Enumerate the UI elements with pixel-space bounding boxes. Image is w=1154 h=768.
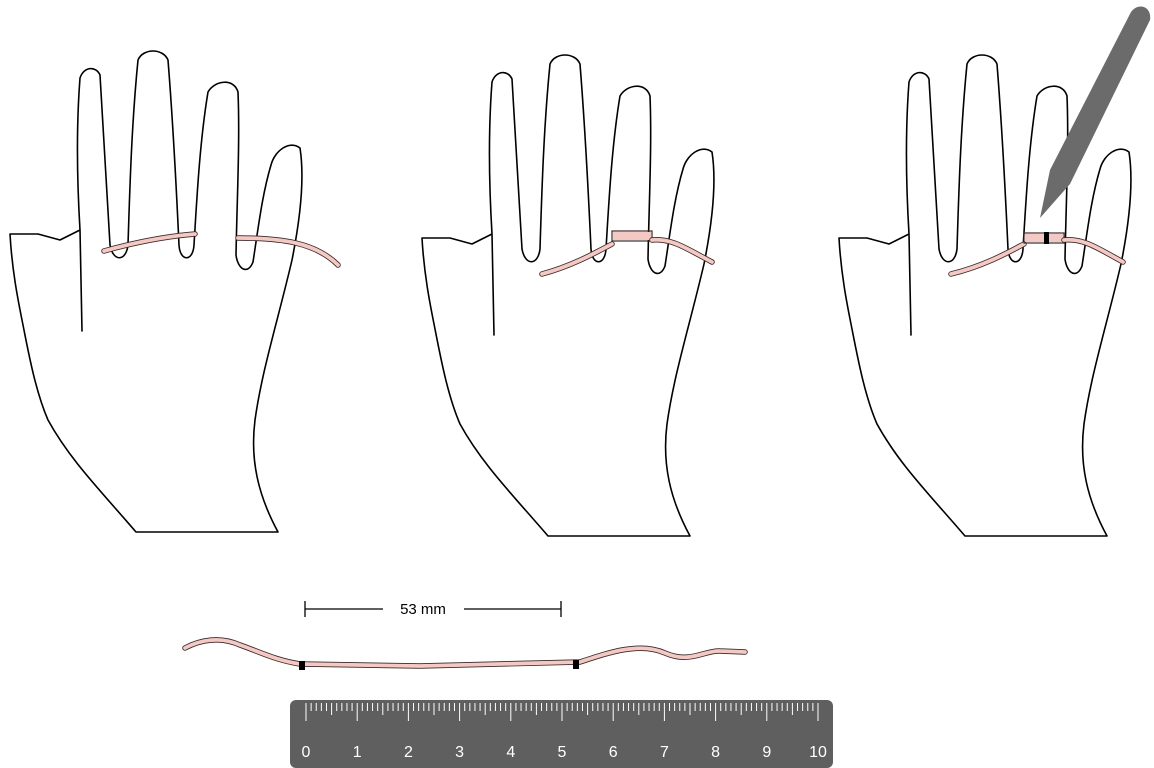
ruler-number: 4 <box>506 744 515 761</box>
measurement-label: 53 mm <box>400 601 446 618</box>
ruler-number: 2 <box>404 744 413 761</box>
ruler-number: 1 <box>353 744 362 761</box>
hand-step-1 <box>10 51 338 532</box>
ruler-number: 6 <box>609 744 618 761</box>
ruler-number: 10 <box>809 744 827 761</box>
pen-mark <box>1044 232 1049 244</box>
hand-step-2 <box>422 55 714 536</box>
straightened-string <box>185 640 745 670</box>
ruler-number: 5 <box>558 744 567 761</box>
ruler-number: 9 <box>762 744 771 761</box>
ruler-icon: 0 1 2 3 4 5 6 7 8 9 10 <box>290 700 833 768</box>
measurement-dimension: 53 mm <box>305 601 561 618</box>
ruler-number: 8 <box>711 744 720 761</box>
ruler-number: 3 <box>455 744 464 761</box>
hand-outline <box>10 51 302 532</box>
hand-outline <box>422 55 714 536</box>
end-mark <box>573 660 579 669</box>
ruler-number: 7 <box>660 744 669 761</box>
start-mark <box>299 661 305 670</box>
ruler-number: 0 <box>302 744 311 761</box>
